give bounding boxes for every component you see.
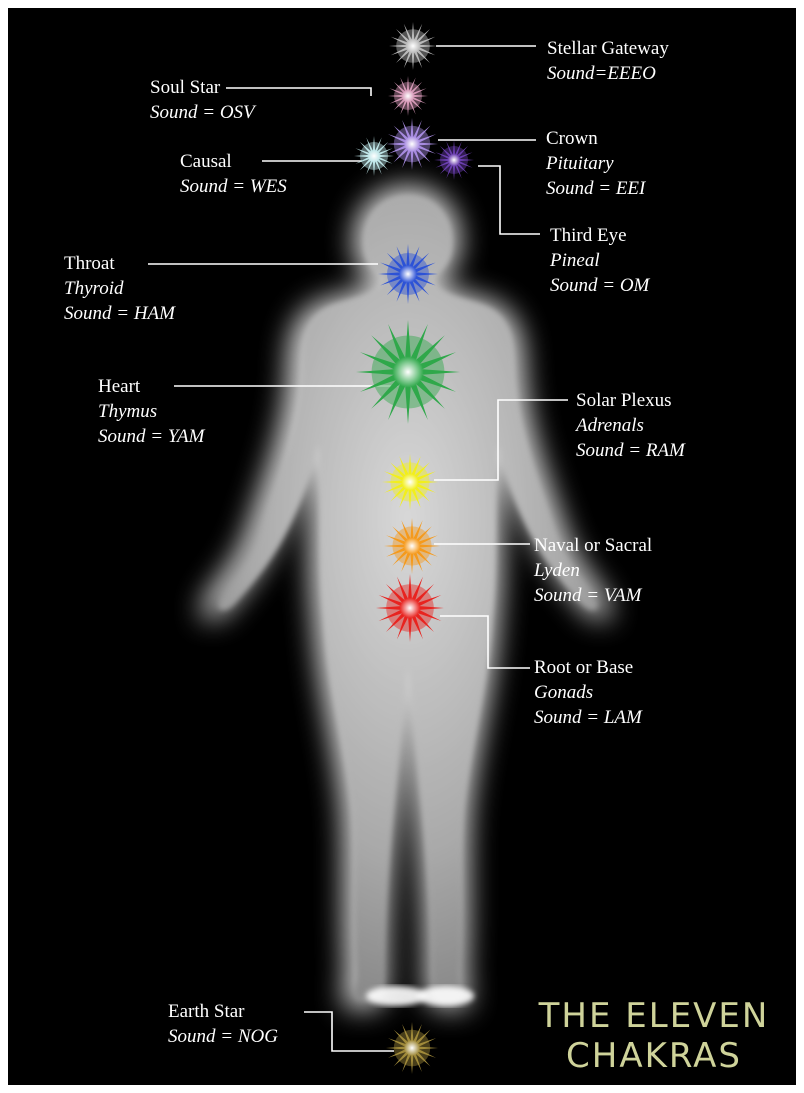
chakra-sound: Sound = NOG	[168, 1024, 278, 1049]
stellar-gateway-star-burst-icon	[389, 22, 437, 70]
naval-sacral-core	[404, 538, 421, 555]
chakra-name: Solar Plexus	[576, 388, 685, 413]
causal-core	[368, 150, 380, 162]
chakra-sound: Sound = LAM	[534, 705, 642, 730]
heart-core	[392, 356, 423, 387]
label-crown: Crown Pituitary Sound = EEI	[546, 126, 645, 201]
throat-star-burst-icon	[378, 244, 438, 304]
chakra-gland: Pineal	[550, 248, 649, 273]
chakra-gland: Thyroid	[64, 276, 175, 301]
label-earth-star: Earth Star Sound = NOG	[168, 999, 278, 1049]
third-eye-star-burst-icon	[434, 140, 474, 180]
crown-core	[404, 136, 420, 152]
chakra-sound: Sound = EEI	[546, 176, 645, 201]
chakra-name: Soul Star	[150, 75, 255, 100]
chakra-gland: Pituitary	[546, 151, 645, 176]
poster-title: THE ELEVEN CHAKRAS	[528, 996, 780, 1076]
chakra-gland: Gonads	[534, 680, 642, 705]
label-causal: Causal Sound = WES	[180, 149, 287, 199]
third-eye-core	[448, 154, 460, 166]
chakra-name: Throat	[64, 251, 175, 276]
chakra-sound: Sound = YAM	[98, 424, 205, 449]
chakra-poster: Stellar Gateway Sound=EEEO Soul Star Sou…	[8, 8, 796, 1085]
chakra-sound: Sound=EEEO	[547, 61, 669, 86]
stellar-gateway-core	[406, 39, 420, 53]
chakra-name: Root or Base	[534, 655, 642, 680]
chakra-name: Causal	[180, 149, 287, 174]
naval-sacral-star-burst-icon	[384, 518, 440, 574]
chakra-sound: Sound = VAM	[534, 583, 652, 608]
throat-core	[399, 265, 417, 283]
label-third-eye: Third Eye Pineal Sound = OM	[550, 223, 649, 298]
title-line-2: CHAKRAS	[528, 1036, 780, 1076]
soul-star-core	[402, 90, 414, 102]
chakra-sound: Sound = WES	[180, 174, 287, 199]
chakra-name: Naval or Sacral	[534, 533, 652, 558]
earth-star-star-burst-icon	[386, 1022, 438, 1074]
chakra-sound: Sound = HAM	[64, 301, 175, 326]
chakra-name: Earth Star	[168, 999, 278, 1024]
solar-plexus-core	[402, 474, 419, 491]
label-naval-sacral: Naval or Sacral Lyden Sound = VAM	[534, 533, 652, 608]
chakra-sound: Sound = OM	[550, 273, 649, 298]
chakra-name: Heart	[98, 374, 205, 399]
body-diagram	[8, 8, 796, 1085]
label-stellar-gateway: Stellar Gateway Sound=EEEO	[547, 36, 669, 86]
chakra-name: Third Eye	[550, 223, 649, 248]
causal-star-burst-icon	[354, 136, 394, 176]
chakra-sound: Sound = RAM	[576, 438, 685, 463]
chakra-sound: Sound = OSV	[150, 100, 255, 125]
root-base-star-burst-icon	[376, 574, 444, 642]
label-heart: Heart Thymus Sound = YAM	[98, 374, 205, 449]
chakra-name: Stellar Gateway	[547, 36, 669, 61]
label-root-base: Root or Base Gonads Sound = LAM	[534, 655, 642, 730]
chakra-name: Crown	[546, 126, 645, 151]
title-line-1: THE ELEVEN	[528, 996, 780, 1036]
earth-star-core	[404, 1040, 420, 1056]
heart-star-burst-icon	[356, 320, 460, 424]
solar-plexus-star-burst-icon	[382, 454, 438, 510]
label-solar-plexus: Solar Plexus Adrenals Sound = RAM	[576, 388, 685, 463]
chakra-gland: Adrenals	[576, 413, 685, 438]
chakra-gland: Thymus	[98, 399, 205, 424]
crown-star-burst-icon	[386, 118, 438, 170]
soul-star-star-burst-icon	[388, 76, 428, 116]
root-base-core	[400, 598, 420, 618]
label-throat: Throat Thyroid Sound = HAM	[64, 251, 175, 326]
label-soul-star: Soul Star Sound = OSV	[150, 75, 255, 125]
chakra-gland: Lyden	[534, 558, 652, 583]
